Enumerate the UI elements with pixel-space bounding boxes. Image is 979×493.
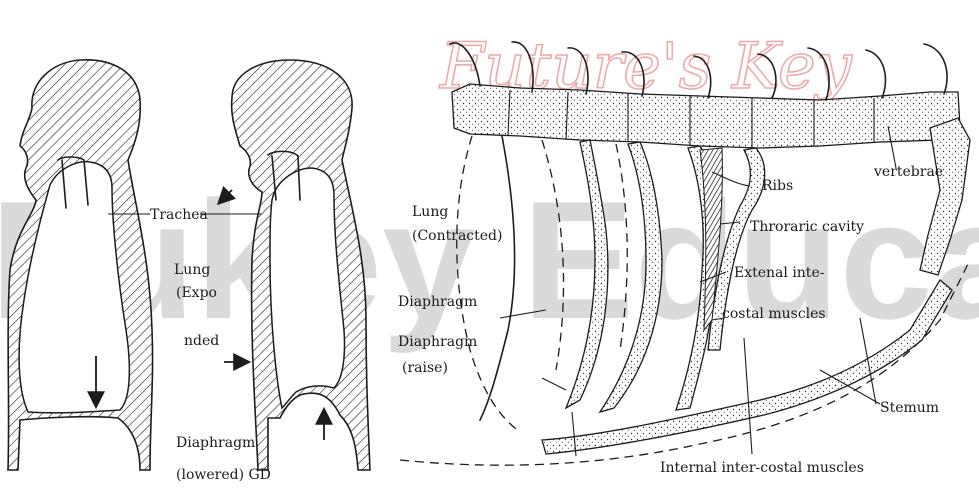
- label-trachea: Trachea: [150, 207, 208, 223]
- label-internal-intercostal: Internal inter-costal muscles: [660, 460, 864, 476]
- torso-inspiration: [8, 60, 153, 470]
- label-lung-contracted-2: (Contracted): [412, 228, 502, 244]
- label-lung-expanded-3: nded: [184, 333, 219, 349]
- label-diaphragm-lowered-2: (lowered) GD: [176, 467, 271, 483]
- label-diaphragm-raised-1: Diaphragm: [398, 334, 477, 350]
- label-ribs: Ribs: [762, 178, 793, 194]
- label-lung-expanded-2: (Expo: [176, 285, 217, 301]
- lung-contracted: [270, 168, 345, 408]
- label-lung-expanded-1: Lung: [174, 262, 210, 278]
- label-external-intercostal-2: costal muscles: [722, 306, 826, 322]
- label-diaphragm: Diaphragm: [398, 294, 477, 310]
- label-lung-contracted-1: Lung: [412, 204, 448, 220]
- label-external-intercostal-1: Extenal inte-: [734, 265, 825, 281]
- label-thoracic-cavity: Throraric cavity: [750, 219, 864, 235]
- label-vertebrae: vertebrae: [873, 164, 943, 180]
- label-diaphragm-lowered-1: Diaphragm: [176, 435, 255, 451]
- label-sternum: Stemum: [880, 400, 939, 416]
- label-diaphragm-raised-2: (raise): [402, 360, 448, 376]
